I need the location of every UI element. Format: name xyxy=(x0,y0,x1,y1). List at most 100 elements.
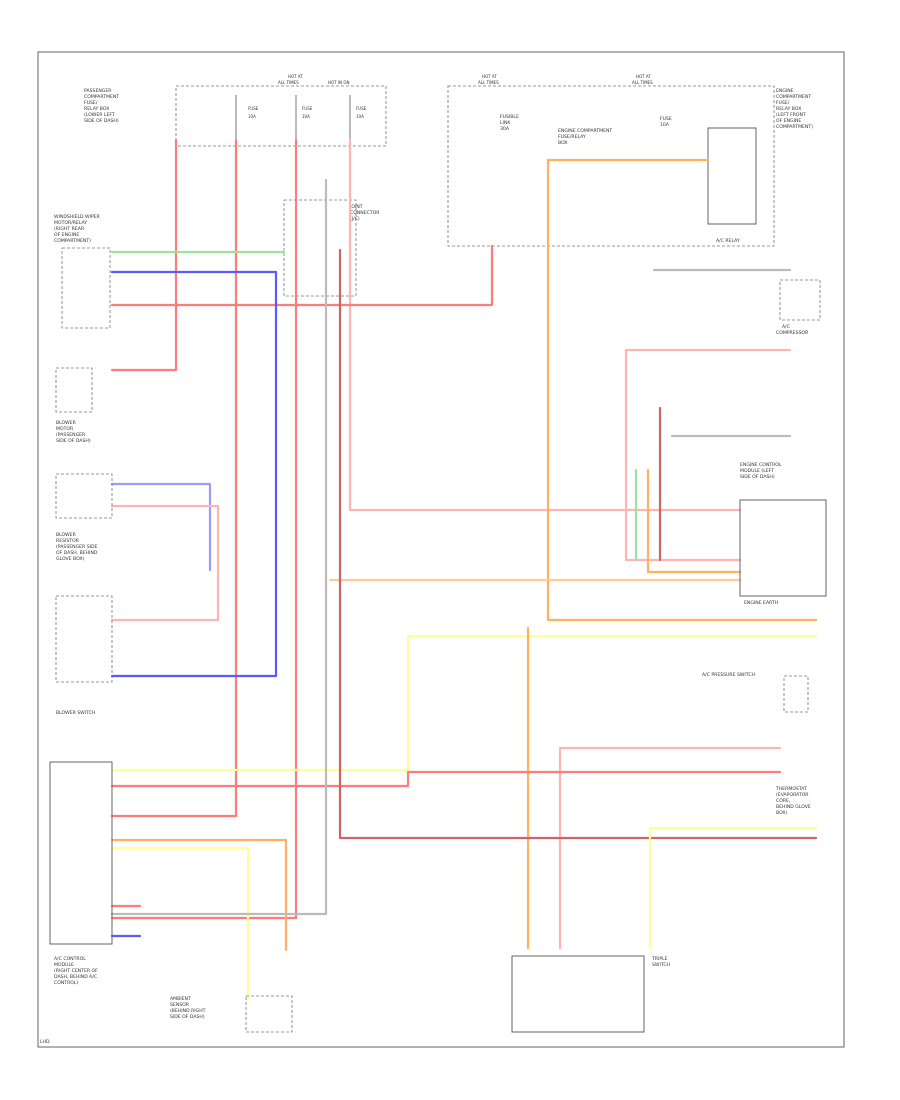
fuse-box-right: HOT AT ALL TIMES HOT AT ALL TIMES FUSIBL… xyxy=(447,74,813,247)
svg-text:HOT AT: HOT AT xyxy=(482,74,497,79)
svg-text:WINDSHIELD WIPER: WINDSHIELD WIPER xyxy=(54,214,101,220)
svg-text:(PASSENGER SIDE: (PASSENGER SIDE xyxy=(56,544,98,550)
svg-text:ALL TIMES: ALL TIMES xyxy=(278,80,299,85)
wire-orange-low xyxy=(110,838,288,952)
svg-text:SIDE OF DASH): SIDE OF DASH) xyxy=(740,474,775,480)
svg-text:ENGINE: ENGINE xyxy=(776,88,794,94)
wire-pink-2 xyxy=(110,504,220,622)
svg-text:MODULE (LEFT: MODULE (LEFT xyxy=(740,468,774,474)
svg-text:SIDE OF DASH): SIDE OF DASH) xyxy=(170,1014,205,1020)
svg-text:COMPARTMENT: COMPARTMENT xyxy=(84,94,119,100)
svg-text:FUSE/: FUSE/ xyxy=(776,100,790,106)
wire-pink-top xyxy=(348,138,742,512)
svg-text:COMPRESSOR: COMPRESSOR xyxy=(776,330,809,336)
svg-text:FUSE/RELAY: FUSE/RELAY xyxy=(558,134,586,140)
wire-gray xyxy=(110,178,328,916)
wire-yellow-1 xyxy=(110,634,410,772)
engine-control-module: ENGINE CONTROL MODULE (LEFT SIDE OF DASH… xyxy=(739,462,827,606)
svg-text:BLOWER: BLOWER xyxy=(56,420,77,426)
svg-text:ENGINE EARTH: ENGINE EARTH xyxy=(744,600,778,606)
blower-resistor: BLOWER RESISTOR (PASSENGER SIDE OF DASH,… xyxy=(55,473,113,562)
wire-red-1 xyxy=(110,138,178,372)
wire-orange-down xyxy=(546,158,818,622)
diagram-border xyxy=(37,51,845,1048)
wire-lightblue xyxy=(110,482,212,572)
svg-text:(BEHIND RIGHT: (BEHIND RIGHT xyxy=(170,1008,206,1014)
svg-text:30A: 30A xyxy=(500,126,510,132)
triple-switch: TRIPLE SWITCH xyxy=(511,955,670,1033)
svg-text:FUSE/: FUSE/ xyxy=(84,100,98,106)
svg-text:RELAY BOX: RELAY BOX xyxy=(84,106,109,112)
svg-text:10A: 10A xyxy=(356,114,364,119)
svg-text:FUSE: FUSE xyxy=(356,106,367,111)
svg-text:OF ENGINE: OF ENGINE xyxy=(54,232,79,238)
svg-text:CORE,: CORE, xyxy=(776,798,791,804)
svg-text:10A: 10A xyxy=(248,114,256,119)
svg-text:(EVAPORATOR: (EVAPORATOR xyxy=(776,792,809,798)
wires xyxy=(110,138,818,1002)
svg-text:A/C RELAY: A/C RELAY xyxy=(716,238,740,244)
blower-motor: BLOWER MOTOR (PASSENGER SIDE OF DASH) xyxy=(55,367,93,444)
wire-pink-right1 xyxy=(624,348,742,562)
svg-text:PASSENGER: PASSENGER xyxy=(84,88,112,94)
footer-label: LHD xyxy=(40,1039,50,1045)
svg-text:BEHIND GLOVE: BEHIND GLOVE xyxy=(776,804,811,810)
wire-yellow-4 xyxy=(110,846,250,1002)
svg-text:MOTOR/RELAY: MOTOR/RELAY xyxy=(54,220,87,226)
svg-text:HOT IN ON: HOT IN ON xyxy=(328,80,349,85)
svg-text:ENGINE CONTROL: ENGINE CONTROL xyxy=(740,462,782,468)
blower-relay: WINDSHIELD WIPER MOTOR/RELAY (RIGHT REAR… xyxy=(54,214,111,329)
svg-text:HOT AT: HOT AT xyxy=(288,74,303,79)
ac-control-module: A/C CONTROL MODULE (RIGHT CENTER OF DASH… xyxy=(49,761,113,986)
svg-text:(J/C): (J/C) xyxy=(350,216,360,222)
svg-text:OF ENGINE: OF ENGINE xyxy=(776,118,801,124)
svg-text:RELAY BOX: RELAY BOX xyxy=(776,106,801,112)
ac-compressor: A/C COMPRESSOR xyxy=(776,279,821,336)
svg-text:GLOVE BOX): GLOVE BOX) xyxy=(56,556,85,562)
fuse-box-left: HOT AT ALL TIMES HOT IN ON PASSENGER COM… xyxy=(84,74,387,147)
wire-darkred xyxy=(338,248,818,840)
svg-text:BOX: BOX xyxy=(558,140,568,146)
svg-text:SIDE OF DASH): SIDE OF DASH) xyxy=(56,438,91,444)
svg-text:A/C PRESSURE SWITCH: A/C PRESSURE SWITCH xyxy=(702,672,755,678)
svg-text:LINK: LINK xyxy=(500,120,511,126)
wire-blue xyxy=(110,270,278,678)
wire-red-main xyxy=(110,244,494,307)
wire-yellow-3 xyxy=(648,826,818,950)
svg-text:JOINT: JOINT xyxy=(349,204,363,210)
svg-text:COMPARTMENT: COMPARTMENT xyxy=(776,94,811,100)
svg-text:DASH, BEHIND A/C: DASH, BEHIND A/C xyxy=(54,974,97,980)
svg-text:ALL TIMES: ALL TIMES xyxy=(632,80,653,85)
svg-text:ENGINE COMPARTMENT: ENGINE COMPARTMENT xyxy=(558,128,612,134)
svg-text:(RIGHT CENTER OF: (RIGHT CENTER OF xyxy=(54,968,98,974)
svg-text:TRIPLE: TRIPLE xyxy=(651,956,668,962)
svg-text:SENSOR: SENSOR xyxy=(170,1002,190,1008)
svg-text:ALL TIMES: ALL TIMES xyxy=(478,80,499,85)
wire-red-3 xyxy=(110,138,298,920)
svg-text:MODULE: MODULE xyxy=(54,962,74,968)
svg-text:FUSIBLE: FUSIBLE xyxy=(500,114,519,120)
svg-text:COMPARTMENT): COMPARTMENT) xyxy=(776,124,813,130)
svg-text:BOX): BOX) xyxy=(776,810,788,816)
ambient-sensor: AMBIENT SENSOR (BEHIND RIGHT SIDE OF DAS… xyxy=(170,995,293,1033)
svg-text:CONNECTOR: CONNECTOR xyxy=(350,210,380,216)
wire-red-long xyxy=(110,770,782,788)
svg-text:HOT AT: HOT AT xyxy=(636,74,651,79)
svg-text:RESISTOR: RESISTOR xyxy=(56,538,80,544)
svg-text:SIDE OF DASH): SIDE OF DASH) xyxy=(84,118,119,124)
evaporator-sensor: A/C PRESSURE SWITCH xyxy=(702,672,809,713)
svg-text:CONTROL): CONTROL) xyxy=(54,980,78,986)
svg-text:BLOWER SWITCH: BLOWER SWITCH xyxy=(56,710,95,716)
joint-connector: JOINT CONNECTOR (J/C) xyxy=(283,199,380,297)
thermostat: THERMOSTAT (EVAPORATOR CORE, BEHIND GLOV… xyxy=(775,786,811,816)
svg-text:BLOWER: BLOWER xyxy=(56,532,77,538)
svg-text:OF DASH, BEHIND: OF DASH, BEHIND xyxy=(56,550,98,556)
svg-text:(PASSENGER: (PASSENGER xyxy=(56,432,86,438)
svg-text:10A: 10A xyxy=(660,122,670,128)
svg-text:10A: 10A xyxy=(302,114,310,119)
svg-text:FUSE: FUSE xyxy=(660,116,672,122)
svg-text:COMPARTMENT): COMPARTMENT) xyxy=(54,238,91,244)
svg-text:(LOWER LEFT: (LOWER LEFT xyxy=(84,112,115,118)
svg-text:MOTOR: MOTOR xyxy=(56,426,74,432)
